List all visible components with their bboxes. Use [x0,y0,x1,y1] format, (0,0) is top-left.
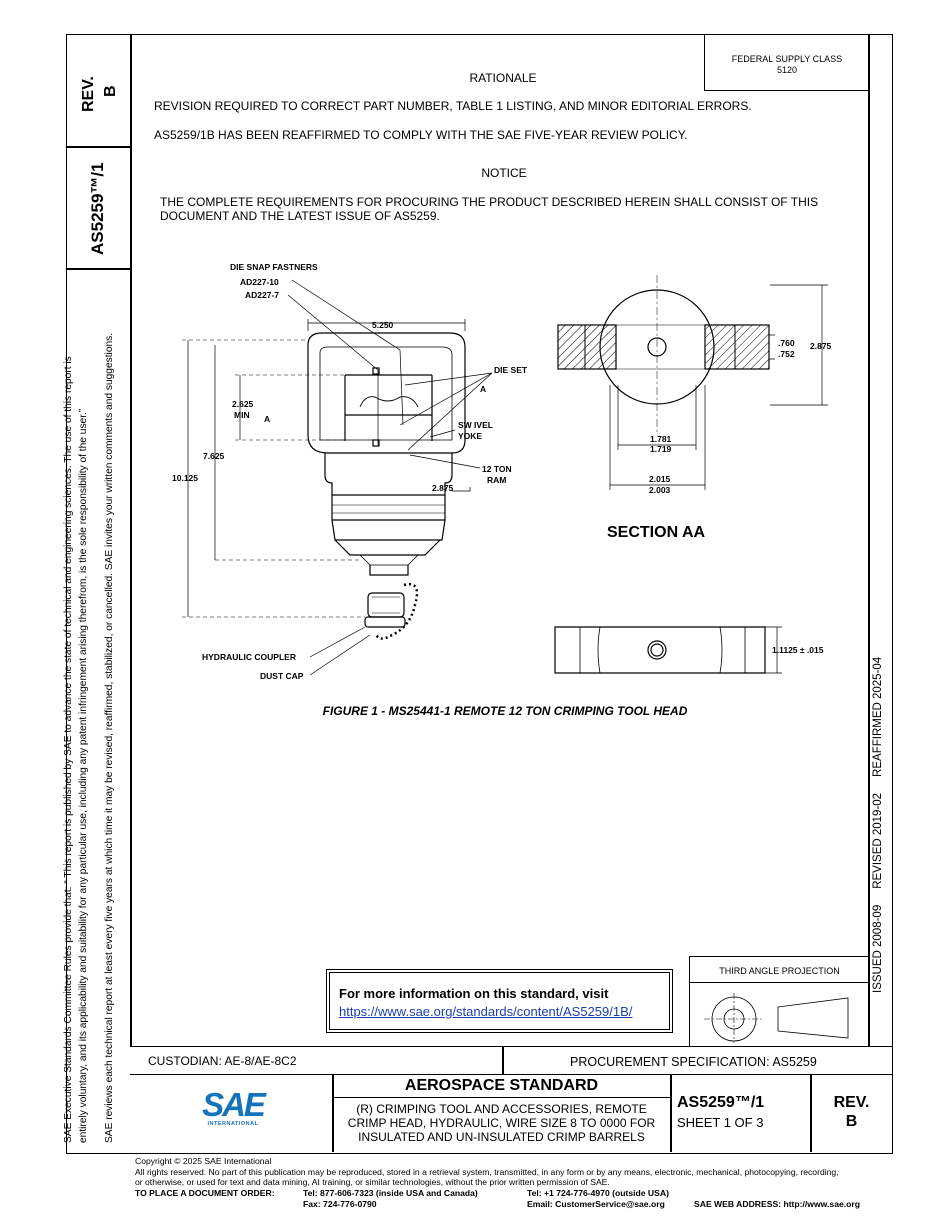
label-dim-1719: 1.719 [650,444,672,454]
title-line-1: (R) CRIMPING TOOL AND ACCESSORIES, REMOT… [356,1102,647,1116]
label-dim-752: .752 [778,349,795,359]
label-dim-5250: 5.250 [372,320,394,330]
title-divider-1 [332,1074,334,1152]
label-dim-2625: 2.625 [232,399,254,409]
footer-rights-line1: All rights reserved. No part of this pub… [135,1166,839,1177]
label-dim-7625: 7.625 [203,451,225,461]
projection-label: THIRD ANGLE PROJECTION [690,966,869,983]
rationale-paragraph-1: REVISION REQUIRED TO CORRECT PART NUMBER… [154,99,752,113]
label-dim-2875-body: 2.875 [432,483,454,493]
projection-box: THIRD ANGLE PROJECTION [689,956,869,1047]
footer-tel-us: Tel: 877-606-7323 (inside USA and Canada… [303,1187,478,1198]
info-box-link[interactable]: https://www.sae.org/standards/content/AS… [339,1004,633,1019]
sae-logo-sub: INTERNATIONAL [207,1121,259,1127]
supply-class-line1: FEDERAL SUPPLY CLASS [731,54,843,64]
sae-logo-text: SAE [202,1086,266,1123]
label-ad227-10: AD227-10 [240,277,279,287]
label-die-set: DIE SET [494,365,528,375]
footer: Copyright © 2025 SAE International All r… [135,1156,915,1209]
label-yoke: YOKE [458,431,482,441]
footer-email[interactable]: Email: CustomerService@sae.org [527,1198,665,1209]
title-divider-3 [810,1074,812,1152]
side-doc-number: AS5259™/1 [88,162,107,255]
supply-class-line2: 5120 [776,65,798,75]
side-review-line: SAE reviews each technical report at lea… [104,332,115,1143]
crimping-tool-figure: DIE SNAP FASTNERS AD227-10 AD227-7 5.250… [172,262,832,681]
label-swivel: SW IVEL [458,420,493,430]
label-dim-760: .760 [778,338,795,348]
right-column-divider [868,34,870,1046]
rationale-heading: RATIONALE [469,71,537,85]
label-dim-1781: 1.781 [650,434,672,444]
docno-box-divider [66,268,131,270]
title-divider-2 [670,1074,672,1152]
title-doc-number: AS5259™/1 [677,1094,765,1111]
label-dim-2015: 2.015 [649,474,671,484]
info-box: For more information on this standard, v… [326,969,673,1033]
side-rev-value: B [102,85,119,97]
label-min: MIN [234,410,250,420]
label-ram: RAM [487,475,506,485]
figure-caption: FIGURE 1 - MS25441-1 REMOTE 12 TON CRIMP… [322,704,688,718]
label-section-a-right: A [480,384,486,394]
label-ad227-7: AD227-7 [245,290,279,300]
sheet-number: SHEET 1 OF 3 [677,1115,764,1130]
title-rev-label: REV. [833,1094,870,1111]
footer-tel-intl: Tel: +1 724-776-4970 (outside USA) [527,1187,669,1198]
label-hydraulic-coupler: HYDRAULIC COUPLER [202,652,296,662]
label-dim-2875-section: 2.875 [810,341,832,351]
footer-copyright: Copyright © 2025 SAE International [135,1156,272,1166]
footer-order-label: TO PLACE A DOCUMENT ORDER: [135,1187,275,1198]
title-line-2: CRIMP HEAD, HYDRAULIC, WIRE SIZE 8 TO 00… [347,1116,656,1130]
title-line-3: INSULATED AND UN-INSULATED CRIMP BARRELS [358,1130,645,1144]
title-rev-value: B [845,1113,858,1130]
label-die-snap-fasteners: DIE SNAP FASTNERS [230,262,318,272]
page-frame [66,34,893,1154]
label-dim-11125: 1.1125 ± .015 [772,645,824,655]
footer-web[interactable]: SAE WEB ADDRESS: http://www.sae.org [694,1198,860,1209]
label-12-ton: 12 TON [482,464,512,474]
label-section-aa: SECTION AA [607,524,706,541]
rationale-paragraph-2: AS5259/1B HAS BEEN REAFFIRMED TO COMPLY … [154,128,688,142]
rev-box-divider [66,146,131,148]
side-rev-label: REV. [80,76,97,112]
third-angle-projection-icon [704,993,849,1043]
supply-class-box: FEDERAL SUPPLY CLASS 5120 [704,34,869,91]
label-dust-cap: DUST CAP [260,671,304,681]
custodian: CUSTODIAN: AE-8/AE-8C2 [148,1054,297,1068]
custodian-row: CUSTODIAN: AE-8/AE-8C2 PROCUREMENT SPECI… [130,1046,892,1075]
custodian-divider [502,1047,504,1074]
standard-type: AEROSPACE STANDARD [333,1077,670,1098]
left-column-divider [130,34,132,1046]
label-dim-2003: 2.003 [649,485,671,495]
title-block: SAE INTERNATIONAL AEROSPACE STANDARD (R)… [130,1074,892,1152]
side-rules-line2: entirely voluntary, and its applicabilit… [78,408,89,1143]
label-dim-10125: 10.125 [172,473,198,483]
label-section-a-left: A [264,414,270,424]
side-rules-line1: SAE Executive Standards Committee Rules … [63,356,74,1143]
side-dates: ISSUED 2008-09 REVISED 2019-02 REAFFIRME… [872,656,884,993]
footer-fax: Fax: 724-776-0790 [303,1198,377,1209]
footer-rights-line2: or otherwise, or used for text and data … [135,1177,610,1187]
procurement-spec: PROCUREMENT SPECIFICATION: AS5259 [570,1055,817,1069]
sae-logo: SAE INTERNATIONAL [198,1088,268,1134]
notice-paragraph: THE COMPLETE REQUIREMENTS FOR PROCURING … [160,195,819,223]
info-box-text: For more information on this standard, v… [339,986,609,1001]
notice-heading: NOTICE [481,166,527,180]
